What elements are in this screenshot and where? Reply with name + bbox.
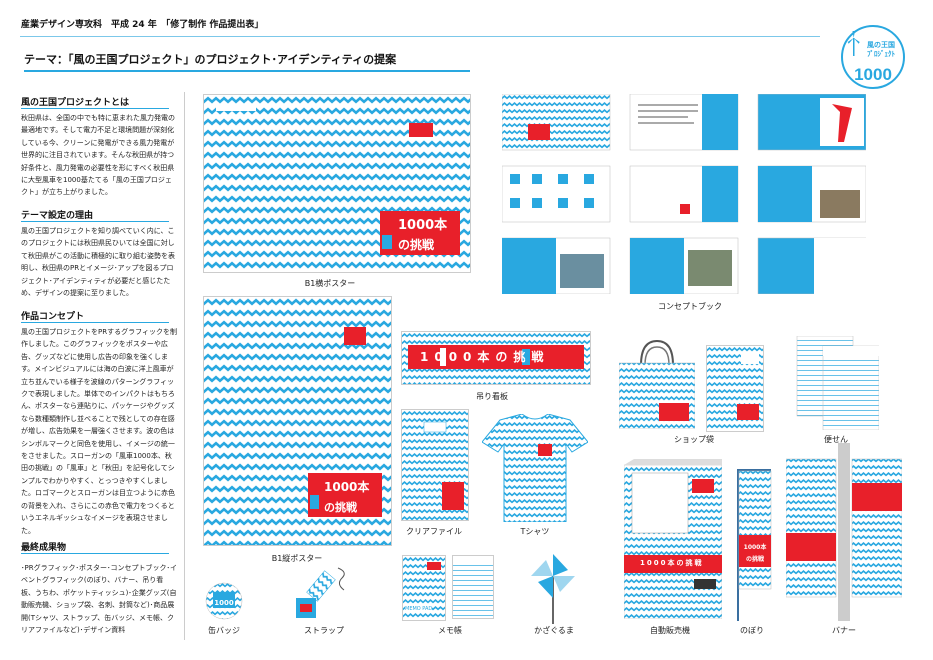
section-rule (21, 322, 169, 323)
section-rule (21, 221, 169, 222)
svg-text:の挑戦: の挑戦 (398, 237, 435, 252)
sidebar-divider (184, 92, 185, 640)
title-underline (24, 70, 470, 72)
svg-text:1000本: 1000本 (324, 479, 369, 494)
nobori-flag: 1000本 の挑戦 (733, 469, 773, 621)
label-banner: バナー (832, 626, 856, 635)
poster-horizontal: 1000本 の挑戦 (203, 94, 471, 273)
label-strap: ストラップ (304, 626, 344, 635)
section-heading-about: 風の王国プロジェクトとは (21, 98, 130, 108)
label-memo-pad: メモ帳 (438, 626, 462, 635)
label-concept-book: コンセプトブック (658, 302, 722, 311)
section-body-about: 秋田県は、全国の中でも特に恵まれた風力発電の最適地です。そして電力不足と環境問題… (21, 114, 175, 197)
memo-pad-lined (452, 555, 494, 619)
vending-machine (624, 459, 722, 619)
svg-text:ﾌﾟﾛｼﾞｪｸﾄ: ﾌﾟﾛｼﾞｪｸﾄ (867, 49, 895, 58)
label-pinwheel: かざぐるま (534, 626, 574, 635)
can-badge: 1000 (205, 582, 243, 620)
label-clear-file: クリアファイル (406, 527, 462, 536)
clear-file (401, 409, 469, 521)
section-heading-deliverables: 最終成果物 (21, 543, 67, 553)
label-t-shirt: Tシャツ (520, 527, 550, 536)
page-title: テーマ：「風の王国プロジェクト」のプロジェクト･アイデンティティの提案 (24, 53, 397, 66)
label-nobori: のぼり (740, 626, 764, 635)
banner (786, 443, 902, 621)
pinwheel (528, 552, 578, 624)
section-rule (21, 108, 169, 109)
svg-text:風の王国: 風の王国 (866, 40, 895, 49)
section-heading-concept: 作品コンセプト (21, 312, 85, 322)
t-shirt (482, 414, 588, 522)
svg-text:1000本: 1000本 (744, 543, 768, 551)
svg-text:の挑戦: の挑戦 (324, 500, 358, 514)
header-line: 産業デザイン専攻科 平成 24 年 「修了制作 作品提出表」 (21, 20, 264, 30)
section-rule (21, 553, 169, 554)
shop-bag-flat (706, 345, 764, 432)
svg-text:1000: 1000 (854, 65, 892, 84)
label-stationery: 便せん (824, 435, 848, 444)
label-shop-bag: ショップ袋 (674, 435, 714, 444)
label-poster-horizontal: B1横ポスター (304, 279, 356, 288)
label-can-badge: 缶バッジ (208, 626, 240, 635)
concept-book (502, 94, 866, 294)
header-rule (20, 36, 820, 37)
shop-bag (619, 339, 695, 429)
project-logo: 風の王国 ﾌﾟﾛｼﾞｪｸﾄ 1000 (840, 24, 906, 90)
strap (292, 566, 354, 622)
label-vending-machine: 自動販売機 (650, 626, 690, 635)
poster-vertical: 1000本 の挑戦 (203, 296, 392, 546)
svg-text:1000: 1000 (214, 599, 234, 607)
section-body-concept: 風の王国プロジェクトをPRするグラフィックを制作しました。このグラフィックをポス… (21, 328, 177, 535)
svg-text:の挑戦: の挑戦 (746, 555, 765, 563)
svg-text:1000本: 1000本 (398, 217, 447, 233)
section-heading-reason: テーマ設定の理由 (21, 211, 94, 221)
memo-pad-text: MEMO PAD (405, 606, 433, 612)
label-hanging-sign: 吊り看板 (476, 392, 508, 401)
section-body-deliverables: ･PRグラフィック･ポスター･コンセプトブック･イベントグラフィック(のぼり、バ… (21, 564, 177, 635)
vending-slogan: 1000本の挑戦 (640, 559, 704, 567)
hanging-sign (401, 331, 591, 385)
stationery (793, 336, 879, 430)
label-poster-vertical: B1縦ポスター (271, 554, 323, 563)
section-body-reason: 風の王国プロジェクトを知り調べていく内に、このプロジェクトには秋田県民ひいては全… (21, 227, 175, 298)
hanging-sign-slogan: 1000本の挑戦 (420, 350, 550, 364)
